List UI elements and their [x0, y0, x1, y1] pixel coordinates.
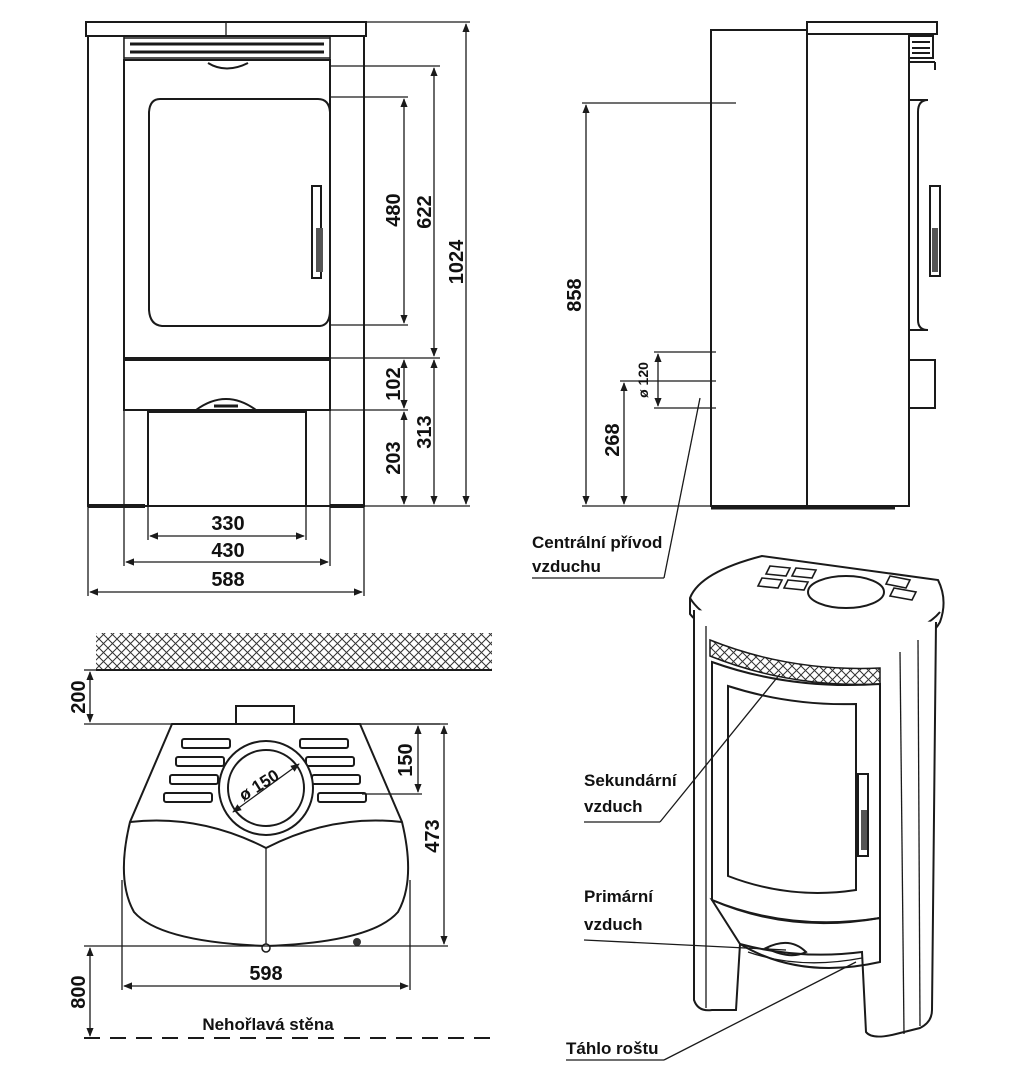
dim-858: 858: [564, 278, 586, 311]
flue-collar: [235, 705, 295, 725]
iso-view: Sekundární vzduch Primární vzduch Táhlo …: [566, 554, 945, 1061]
front-door-glass: [148, 98, 331, 327]
side-body-rear: [710, 29, 808, 507]
top-view: ø 150 200 150 473 598 800 Nehořlavá stěn…: [68, 633, 496, 1039]
front-door: [123, 59, 331, 359]
top-vents: [163, 738, 367, 803]
label-central-air-line1: Centrální přívod: [532, 533, 662, 552]
side-dimensions: 858 268 ø 120: [564, 102, 736, 507]
dim-430: 430: [211, 540, 244, 562]
iso-flue-opening: [807, 575, 885, 609]
label-grate-rod: Táhlo roštu: [566, 1039, 659, 1058]
dim-588: 588: [211, 569, 244, 591]
base-opening: [147, 411, 307, 507]
dim-330: 330: [211, 513, 244, 535]
label-central-air-line2: vzduchu: [532, 557, 601, 576]
label-secondary-air-line1: Sekundární: [584, 771, 678, 790]
dim-800: 800: [68, 975, 90, 1008]
flue-opening-inner: [227, 749, 305, 827]
dim-268: 268: [602, 423, 624, 456]
dim-102: 102: [383, 367, 405, 400]
ash-door: [123, 359, 331, 411]
front-dimensions: 1024 622 480 102 313 203 330 430 588: [87, 21, 470, 596]
dim-1024: 1024: [446, 239, 468, 284]
dim-598: 598: [249, 963, 282, 985]
dim-150: 150: [395, 743, 417, 776]
dim-d120: ø 120: [635, 362, 651, 398]
label-nonflammable-wall: Nehořlavá stěna: [202, 1015, 334, 1034]
dim-200: 200: [68, 680, 90, 713]
front-grille: [123, 37, 331, 59]
wall-hatch: [96, 633, 492, 669]
iso-door-glass: [727, 684, 857, 894]
side-view: 858 268 ø 120 Centrální přívod vzduchu: [532, 21, 941, 579]
dim-480: 480: [383, 193, 405, 226]
dim-203: 203: [383, 441, 405, 474]
side-body-front: [806, 33, 910, 507]
dim-473: 473: [422, 819, 444, 852]
label-primary-air-line2: vzduch: [584, 915, 643, 934]
side-top-plate: [806, 21, 938, 35]
front-view: 1024 622 480 102 313 203 330 430 588: [85, 21, 470, 596]
top-dimensions: 200 150 473 598 800: [68, 671, 448, 1037]
label-primary-air-line1: Primární: [584, 887, 654, 906]
dim-313: 313: [414, 415, 436, 448]
label-secondary-air-line2: vzduch: [584, 797, 643, 816]
dim-622: 622: [414, 195, 436, 228]
